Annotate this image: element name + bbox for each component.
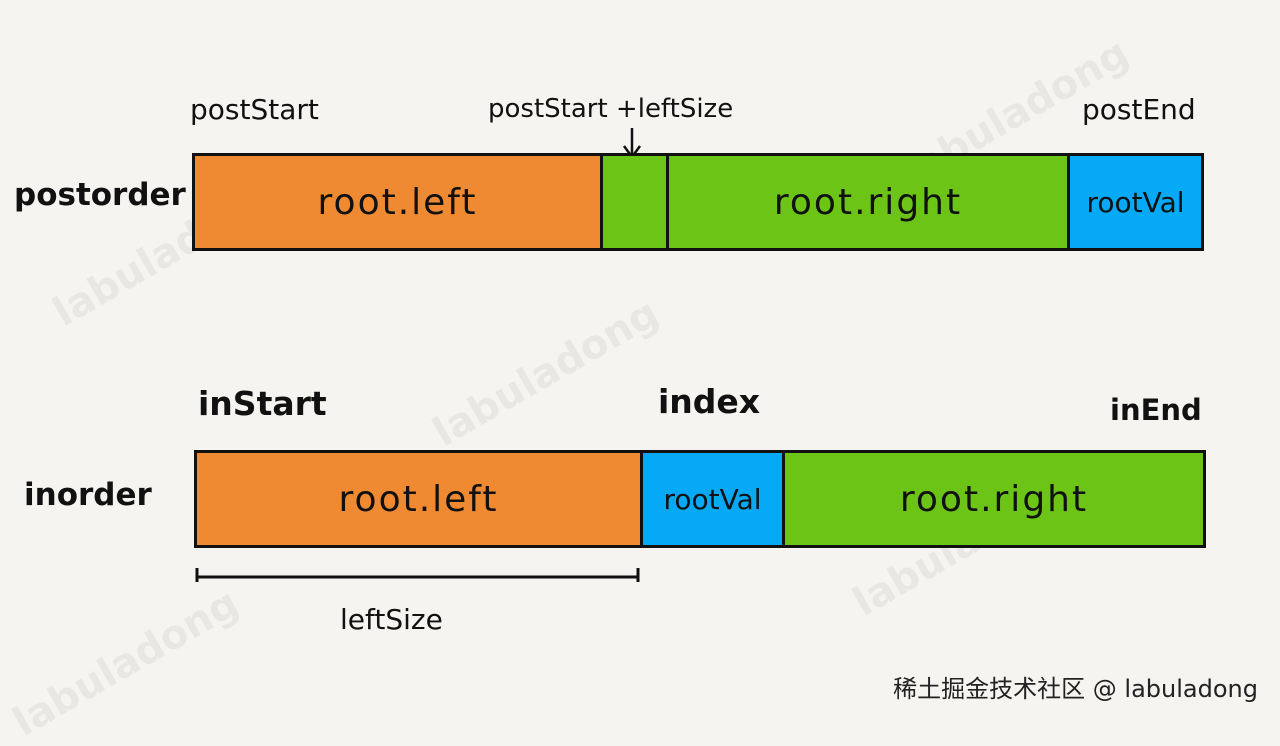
watermark: labuladong — [5, 580, 247, 746]
in-seg-root: rootVal — [640, 453, 782, 545]
inorder-array-bar: root.left rootVal root.right — [194, 450, 1206, 548]
in-end-marker: inEnd — [1110, 393, 1202, 427]
left-size-label: leftSize — [340, 603, 443, 636]
post-split-marker: postStart +leftSize — [488, 94, 734, 124]
post-seg-left: root.left — [195, 156, 600, 248]
in-seg-left: root.left — [197, 453, 640, 545]
post-end-marker: postEnd — [1082, 93, 1196, 126]
post-seg-gap — [600, 156, 666, 248]
post-start-marker: postStart — [190, 93, 319, 126]
left-size-bracket — [195, 568, 640, 582]
postorder-array-bar: root.left root.right rootVal — [192, 153, 1204, 251]
index-marker: index — [658, 382, 761, 421]
post-seg-root: rootVal — [1067, 156, 1201, 248]
postorder-row-label: postorder — [14, 177, 186, 213]
in-start-marker: inStart — [198, 384, 327, 423]
brand-footer: 稀土掘金技术社区 @ labuladong — [893, 675, 1258, 703]
post-seg-right: root.right — [666, 156, 1067, 248]
inorder-row-label: inorder — [24, 477, 152, 513]
watermark: labuladong — [425, 290, 667, 456]
in-seg-right: root.right — [782, 453, 1203, 545]
